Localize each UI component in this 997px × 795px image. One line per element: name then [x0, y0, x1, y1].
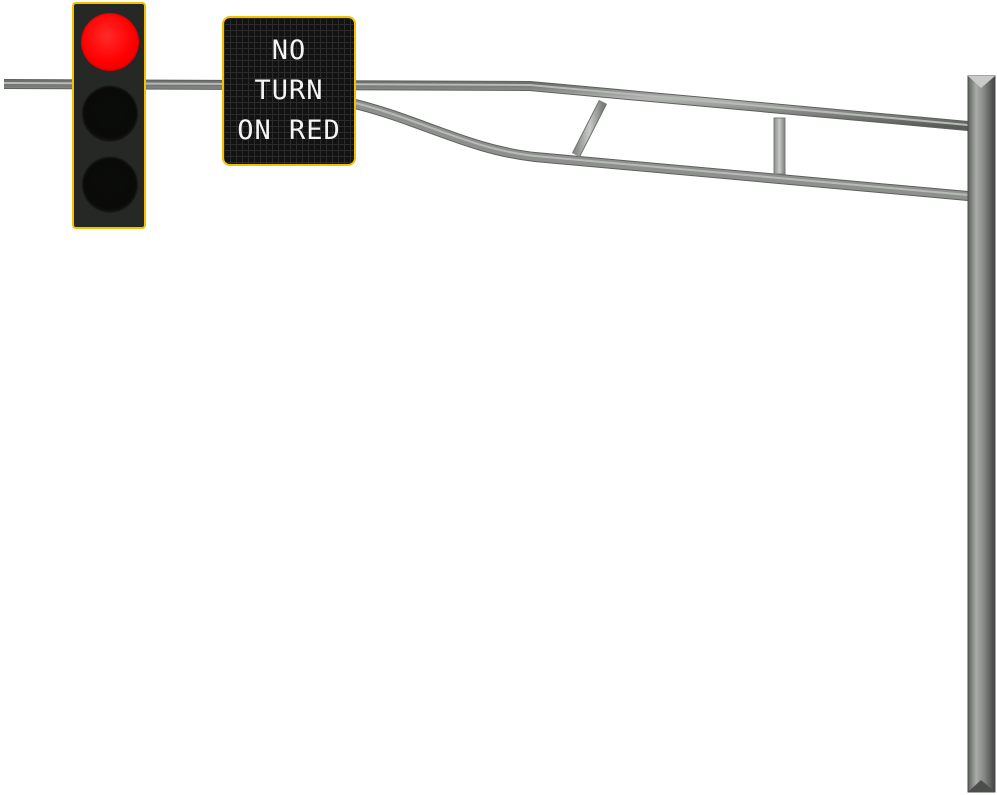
lower-mast-arm — [353, 99, 969, 201]
diagonal-strut — [571, 99, 608, 158]
traffic-signal-head — [72, 2, 146, 229]
sign-line-3: ON RED — [237, 115, 341, 146]
sign-line-1: NO — [271, 35, 307, 66]
sign-line-2: TURN — [254, 75, 324, 106]
vertical-strut — [773, 117, 786, 175]
green-lamp-off — [81, 156, 139, 214]
red-lamp-lit — [81, 13, 139, 71]
yellow-lamp-off — [81, 85, 139, 143]
no-turn-on-red-sign: NO TURN ON RED — [222, 16, 356, 166]
upper-mast-arm — [3, 79, 969, 131]
signal-pole — [967, 75, 996, 793]
